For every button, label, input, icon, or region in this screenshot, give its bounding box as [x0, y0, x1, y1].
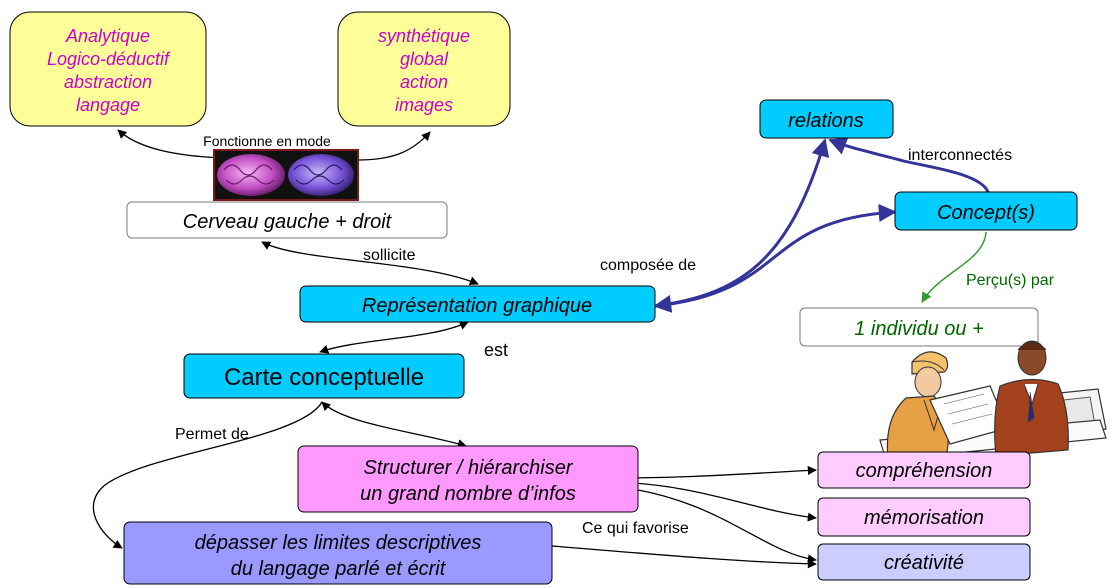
workers-illustration: [879, 340, 1107, 461]
node-cerveau[interactable]: Cerveau gauche + droit: [126, 201, 448, 239]
arrow-to-synthetique: [357, 131, 431, 161]
label-interconnectes: interconnectés: [908, 147, 1012, 164]
comprehension-label: compréhension: [856, 460, 993, 482]
node-relations[interactable]: relations: [759, 99, 894, 139]
node-comprehension[interactable]: compréhension: [817, 451, 1031, 489]
label-permet: Permet de: [175, 426, 249, 443]
arrow-to-memorisation: [611, 481, 817, 522]
link-labels: Fonctionne en mode sollicite composée de…: [175, 133, 1055, 537]
connectors: [92, 129, 990, 569]
label-percus: Perçu(s) par: [966, 272, 1055, 289]
synthetique-line-1: synthétique: [378, 26, 470, 46]
node-carte[interactable]: Carte conceptuelle: [183, 353, 465, 399]
depasser-line-1: dépasser les limites descriptives: [195, 532, 482, 554]
concepts-label: Concept(s): [937, 202, 1035, 224]
arrow-sollicite: [261, 241, 479, 286]
label-sollicite: sollicite: [363, 247, 416, 264]
representation-label: Représentation graphique: [362, 295, 592, 317]
synthetique-line-3: action: [400, 72, 448, 92]
label-composee: composée de: [600, 257, 696, 274]
node-representation[interactable]: Représentation graphique: [299, 285, 656, 323]
arrow-est: [319, 321, 469, 354]
depasser-line-2: du langage parlé et écrit: [231, 558, 447, 580]
arrow-composee-concepts: [654, 203, 897, 308]
arrow-permet: [92, 401, 323, 549]
node-individu[interactable]: 1 individu ou +: [799, 307, 1039, 347]
synthetique-line-2: global: [400, 49, 449, 69]
synthetique-line-4: images: [395, 95, 453, 115]
carte-label: Carte conceptuelle: [224, 364, 424, 391]
node-creativite[interactable]: créativité: [817, 543, 1031, 581]
analytique-line-3: abstraction: [64, 72, 152, 92]
individu-label: 1 individu ou +: [854, 318, 984, 340]
node-concepts[interactable]: Concept(s): [894, 191, 1078, 231]
label-favorise: Ce qui favorise: [582, 520, 689, 537]
arrow-to-creativite: [611, 485, 817, 564]
creativite-label: créativité: [884, 552, 964, 574]
memorisation-label: mémorisation: [864, 507, 984, 529]
cerveau-label: Cerveau gauche + droit: [183, 211, 393, 233]
arrow-percus: [921, 231, 987, 303]
node-synthetique[interactable]: synthétique global action images: [337, 11, 511, 127]
analytique-line-2: Logico-déductif: [47, 49, 171, 69]
label-est: est: [484, 340, 508, 360]
node-structurer[interactable]: Structurer / hiérarchiser un grand nombr…: [297, 445, 639, 513]
arrow-carte-structurer: [321, 401, 467, 448]
structurer-line-1: Structurer / hiérarchiser: [364, 457, 574, 479]
analytique-line-1: Analytique: [65, 26, 150, 46]
node-analytique[interactable]: Analytique Logico-déductif abstraction l…: [9, 11, 207, 127]
brain-illustration: [213, 149, 359, 201]
arrow-to-comprehension: [611, 465, 817, 479]
node-memorisation[interactable]: mémorisation: [817, 497, 1031, 537]
analytique-line-4: langage: [76, 95, 140, 115]
arrow-to-analytique: [117, 129, 223, 159]
structurer-line-2: un grand nombre d’infos: [360, 483, 576, 505]
label-fonctionne: Fonctionne en mode: [203, 133, 331, 149]
relations-label: relations: [788, 110, 864, 132]
arrow-depasser-creativite: [551, 545, 817, 569]
arrow-interconnectes: [828, 137, 990, 193]
node-depasser[interactable]: dépasser les limites descriptives du lan…: [123, 521, 553, 585]
